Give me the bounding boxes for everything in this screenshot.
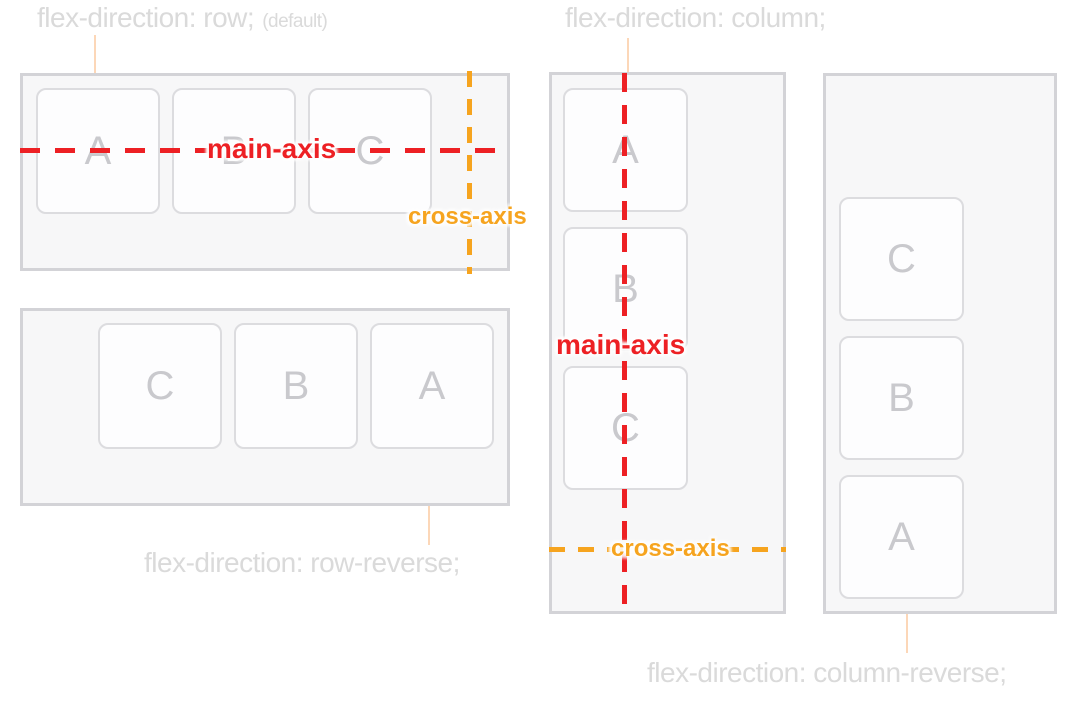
- cross-axis-label-column: cross-axis: [611, 535, 730, 562]
- flex-item-b: B: [839, 336, 964, 460]
- label-flex-direction-row-text: flex-direction: row;: [37, 2, 255, 33]
- connector-line-row: [94, 35, 96, 73]
- label-flex-direction-row-reverse: flex-direction: row-reverse;: [144, 547, 460, 579]
- flex-container-column: A B C: [549, 72, 786, 614]
- flex-container-row-reverse: A B C: [20, 308, 510, 506]
- cross-axis-line-row: [467, 71, 472, 274]
- flex-item-c: C: [839, 197, 964, 321]
- label-flex-direction-column-reverse: flex-direction: column-reverse;: [647, 657, 1007, 689]
- flex-container-row: A B C: [20, 73, 510, 271]
- main-axis-label-row: main-axis: [207, 133, 337, 164]
- flex-item-b: B: [234, 323, 358, 449]
- connector-line-column: [627, 38, 629, 72]
- label-flex-direction-row: flex-direction: row; (default): [37, 2, 328, 34]
- flex-item-a: A: [370, 323, 494, 449]
- flex-item-c: C: [98, 323, 222, 449]
- main-axis-line-row: [20, 148, 510, 153]
- label-default-suffix: (default): [262, 11, 328, 32]
- label-flex-direction-column: flex-direction: column;: [565, 2, 826, 34]
- flex-container-column-reverse: A B C: [823, 73, 1057, 614]
- label-flex-direction-column-text: flex-direction: column;: [565, 2, 826, 33]
- connector-line-row-reverse: [428, 506, 430, 545]
- cross-axis-line-column: [549, 547, 786, 552]
- cross-axis-label-row: cross-axis: [408, 203, 527, 230]
- main-axis-line-column: [622, 73, 627, 614]
- flex-item-a: A: [839, 475, 964, 599]
- label-flex-direction-row-reverse-text: flex-direction: row-reverse;: [144, 547, 460, 578]
- main-axis-label-column: main-axis: [556, 329, 686, 360]
- label-flex-direction-column-reverse-text: flex-direction: column-reverse;: [647, 657, 1007, 688]
- connector-line-column-reverse: [906, 614, 908, 653]
